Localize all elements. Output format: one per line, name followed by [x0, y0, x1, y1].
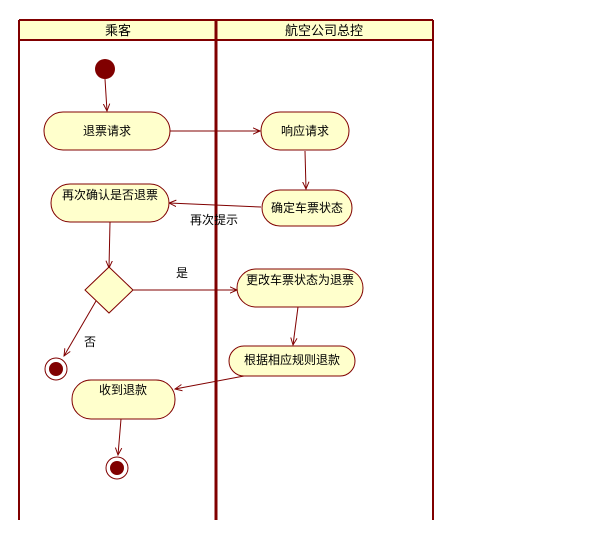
lane-header-band [19, 20, 433, 40]
decision-node [84, 266, 134, 314]
activity-reconfirm: 再次确认是否退票 [50, 183, 170, 223]
activity-label: 再次确认是否退票 [62, 188, 158, 202]
initial-node [95, 59, 115, 79]
edge-reconfirm-to-decision [109, 221, 110, 268]
edge-label-yes: 是 [176, 266, 188, 280]
activity-confirm-status: 确定车票状态 [261, 189, 353, 227]
edge-refund-to-receive [175, 375, 245, 389]
swimlane-frame: 乘客 航空公司总控 [18, 19, 434, 520]
activity-label: 确定车票状态 [271, 200, 343, 215]
lane-title-airline: 航空公司总控 [285, 23, 363, 39]
edge-change-to-refund [293, 306, 299, 345]
activity-label: 收到退款 [99, 383, 147, 397]
activity-label: 根据相应规则退款 [244, 352, 340, 367]
edge-response-to-confirm [305, 150, 306, 189]
lane-title-passenger: 乘客 [105, 23, 131, 39]
activity-label: 退票请求 [83, 124, 131, 138]
activity-label: 更改车票状态为退票 [246, 272, 354, 287]
activity-change-status: 更改车票状态为退票 [236, 268, 364, 308]
activity-response-request: 响应请求 [260, 111, 350, 151]
edge-start-to-request [105, 78, 107, 111]
activity-label: 响应请求 [281, 123, 329, 138]
edge-receive-to-end [118, 418, 121, 455]
activity-refund-request: 退票请求 [43, 111, 171, 151]
activity-receive-refund: 收到退款 [71, 379, 176, 420]
activity-refund-by-rules: 根据相应规则退款 [228, 345, 356, 377]
final-node-no [44, 357, 68, 381]
edge-confirm-to-reconfirm [169, 203, 262, 208]
edge-decision-no [64, 300, 97, 356]
final-node-refund [105, 456, 129, 480]
edge-label-reprompt: 再次提示 [190, 212, 238, 227]
flow-edges [64, 78, 306, 455]
edge-label-no: 否 [84, 335, 96, 349]
